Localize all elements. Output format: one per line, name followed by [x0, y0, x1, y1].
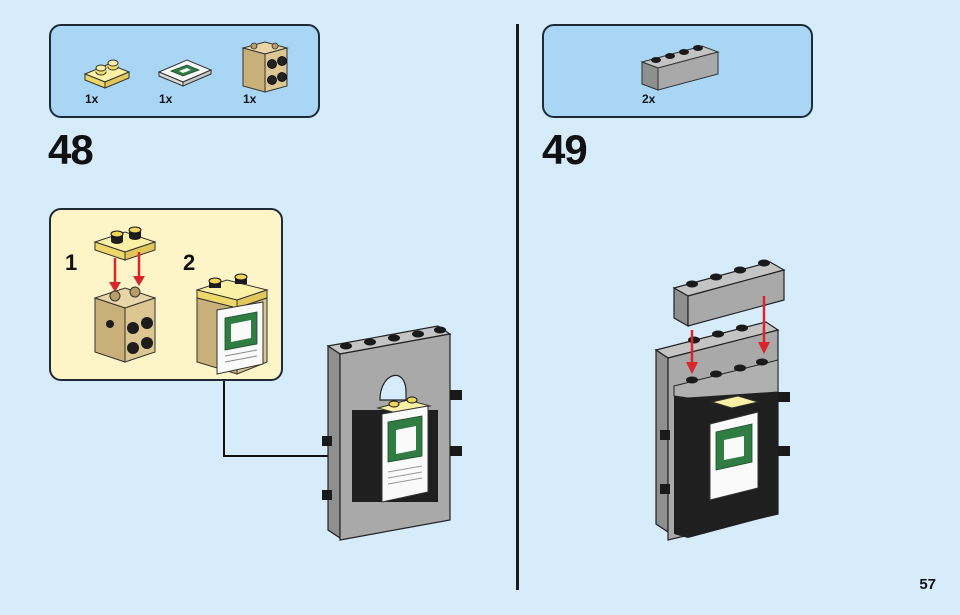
substep-number-2: 2	[183, 250, 196, 275]
step-49-parts-illustration	[640, 45, 720, 91]
side-clips	[322, 390, 462, 500]
substep-number-1: 1	[65, 250, 78, 275]
trans-yellow-plate-part	[83, 59, 131, 89]
step-number-49: 49	[542, 126, 588, 173]
tan-brick	[93, 286, 157, 363]
page-number: 57	[919, 576, 936, 593]
substep-box: 1 2	[49, 208, 283, 381]
floating-gray-brick	[672, 259, 786, 328]
step-49-parts-box: 2x	[542, 24, 813, 118]
inserted-printed-brick	[376, 396, 432, 503]
top-studs	[340, 326, 446, 350]
part-qty: 2x	[642, 92, 656, 106]
step-number-48: 48	[48, 126, 94, 173]
step-48-parts-illustration	[83, 41, 289, 93]
side-clips-49	[660, 392, 790, 494]
printed-tile-part	[157, 59, 213, 87]
printed-tile-49	[709, 395, 760, 501]
trans-yellow-plate-floating	[93, 226, 157, 261]
red-arrow-icon	[109, 252, 145, 292]
part-qty: 1x	[243, 92, 257, 106]
assembled-brick	[195, 273, 269, 375]
red-arrow-icon	[686, 296, 770, 374]
substep-illustration	[93, 226, 269, 375]
part-qty: 1x	[85, 92, 99, 106]
tan-brick-part	[241, 41, 289, 93]
gray-wall-frame-49	[654, 321, 790, 541]
gray-brick-1x4-part	[640, 45, 720, 91]
step-48-parts-box: 1x 1x 1x	[49, 24, 320, 118]
page-divider	[516, 24, 519, 590]
part-qty: 1x	[159, 92, 173, 106]
